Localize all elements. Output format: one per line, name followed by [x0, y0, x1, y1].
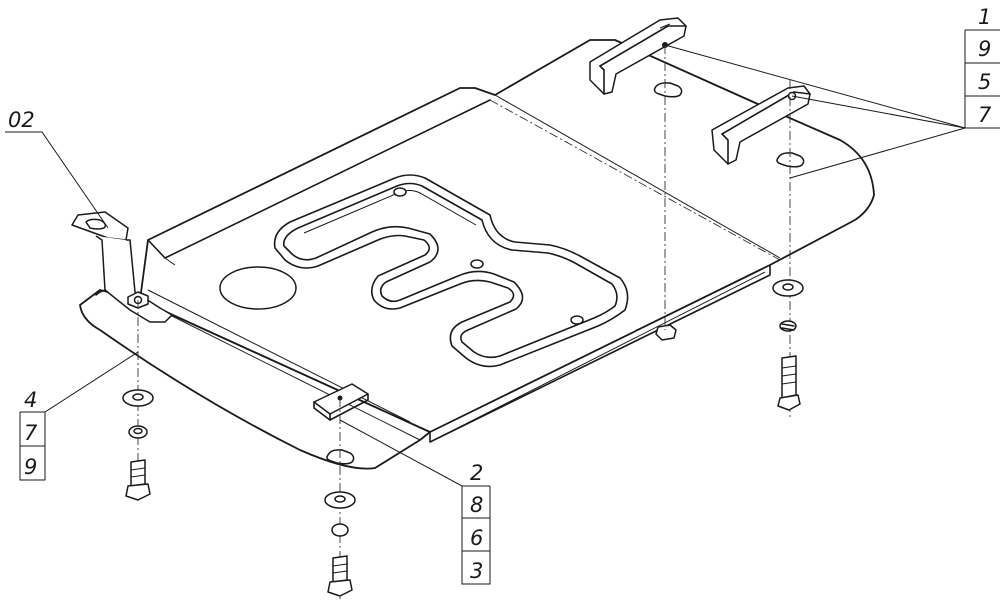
bolt [332, 555, 348, 583]
small-hole [470, 259, 484, 269]
bracket-02 [71, 211, 173, 323]
skid-plate [79, 39, 875, 470]
callout-label: 9 [978, 37, 991, 61]
callout-label: 9 [24, 455, 37, 479]
oval-access-hole [219, 266, 297, 310]
bolt [130, 459, 146, 487]
callout-bottom: 2 8 6 3 [461, 461, 491, 585]
fastener-stack-bottom [324, 491, 356, 597]
callout-left: 4 7 9 [19, 388, 46, 481]
fastener-stack-left [122, 389, 154, 501]
callout-label: 4 [24, 388, 37, 412]
captive-nut [655, 324, 677, 341]
bracket-1-left [589, 17, 687, 95]
mount-slot [776, 152, 805, 168]
bracket-1-right [711, 85, 811, 165]
callout-label: 6 [470, 526, 483, 550]
bolt [781, 355, 797, 399]
callout-label: 1 [978, 5, 991, 29]
small-hole [393, 187, 407, 197]
mount-plate-2 [313, 383, 369, 421]
callout-label: 5 [978, 70, 991, 94]
fastener-stack-right [772, 279, 804, 411]
callout-label: 8 [470, 493, 483, 517]
callout-label: 7 [24, 421, 38, 445]
callout-label: 3 [470, 559, 483, 583]
axis-line [489, 99, 781, 261]
callout-label: 7 [978, 103, 992, 127]
small-hole [570, 315, 584, 325]
callout-label: 02 [8, 108, 35, 132]
callout-top-right: 1 9 5 7 [964, 5, 1000, 129]
callout-label: 2 [470, 461, 483, 485]
spring-washer [331, 523, 349, 537]
